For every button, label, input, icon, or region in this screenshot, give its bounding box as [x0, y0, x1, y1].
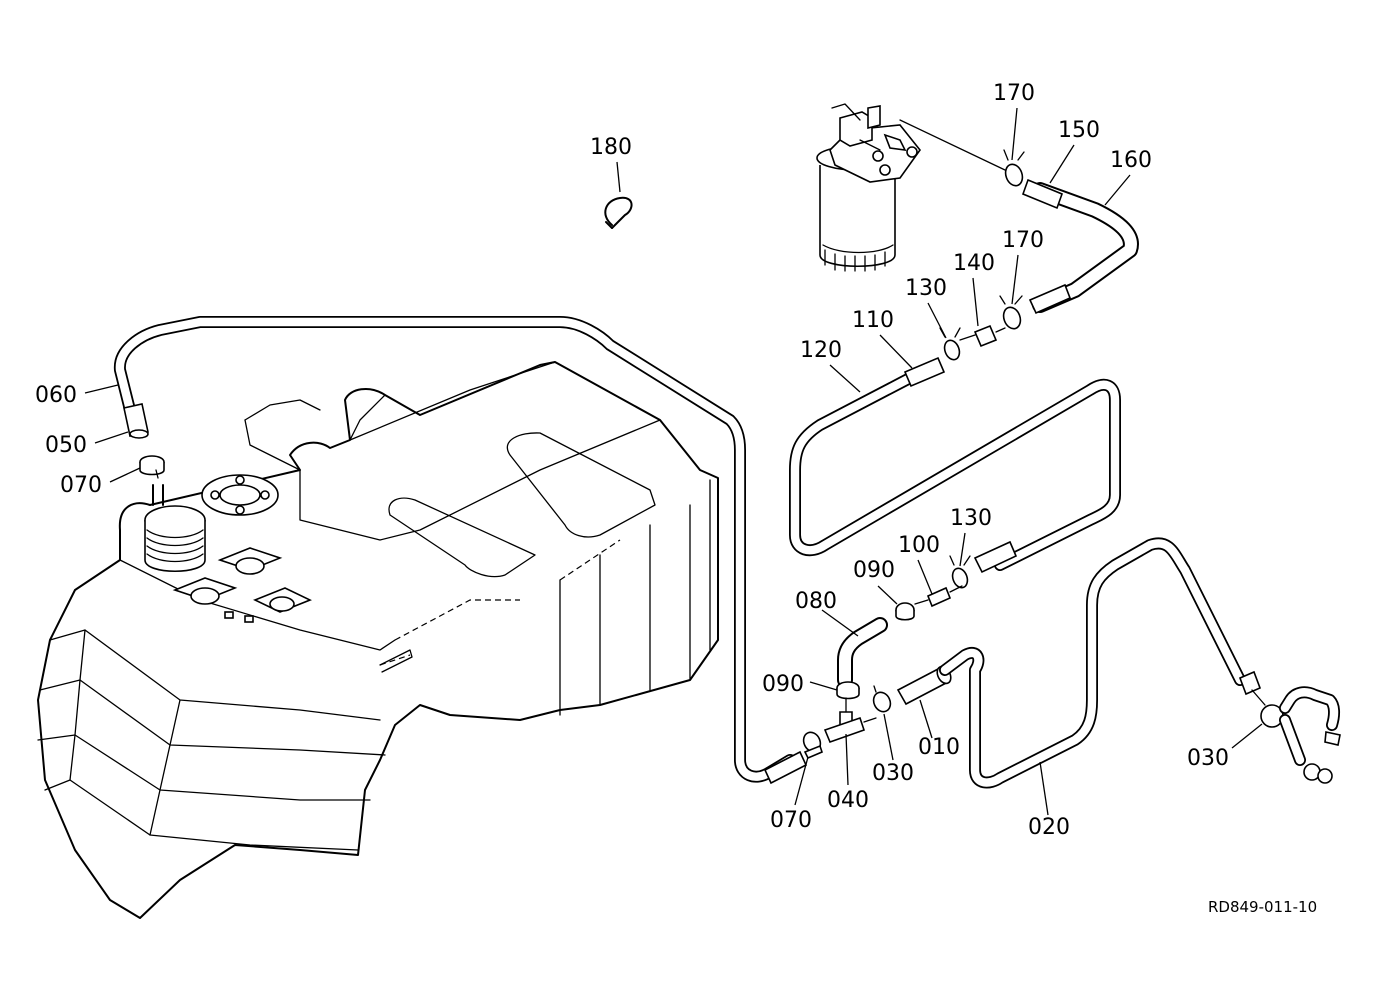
- hose-120: [789, 372, 1121, 571]
- callout-100: 100: [898, 533, 940, 558]
- callout-070-lower: 070: [770, 808, 812, 833]
- callout-160: 160: [1110, 148, 1152, 173]
- callout-labels: 180 170 150 160 170 140 130 110 120 060 …: [35, 81, 1229, 840]
- callout-110: 110: [852, 308, 894, 333]
- callout-170-top: 170: [993, 81, 1035, 106]
- fuel-filter: [816, 103, 1006, 272]
- callout-030-mid: 030: [872, 761, 914, 786]
- tee-040: [823, 697, 877, 744]
- hose-080: [837, 617, 888, 688]
- callout-050: 050: [45, 433, 87, 458]
- callout-140: 140: [953, 251, 995, 276]
- callout-090-upper: 090: [853, 558, 895, 583]
- fuel-tank: [37, 361, 719, 919]
- callout-020: 020: [1028, 815, 1070, 840]
- hose-020: [939, 537, 1246, 789]
- callout-170-mid: 170: [1002, 228, 1044, 253]
- callout-090-lower: 090: [762, 672, 804, 697]
- callout-010: 010: [918, 735, 960, 760]
- clamp-170-mid: [999, 295, 1023, 330]
- tank-boss-1: [172, 577, 238, 605]
- clamp-070-top: [139, 455, 165, 479]
- clamp-090-upper: [895, 602, 915, 621]
- clamp-090-lower: [836, 681, 860, 700]
- pipe-110: [903, 356, 946, 388]
- fitting-050: [123, 403, 149, 439]
- fitting-140: [959, 324, 1006, 348]
- clamp-130-lower: [949, 555, 971, 589]
- callout-180: 180: [590, 135, 632, 160]
- callout-060: 060: [35, 383, 77, 408]
- leader-lines: [84, 107, 1263, 816]
- clamp-170-top: [1003, 149, 1025, 187]
- fitting-030-right: [1238, 670, 1284, 728]
- fitting-100: [914, 585, 963, 608]
- callout-150: 150: [1058, 118, 1100, 143]
- tank-boss-3: [253, 587, 312, 613]
- callout-070-top: 070: [60, 473, 102, 498]
- hose-060: [113, 316, 796, 783]
- callout-040: 040: [827, 788, 869, 813]
- clamp-030-mid: [872, 685, 892, 713]
- pipe-150: [1021, 178, 1072, 315]
- callout-080: 080: [795, 589, 837, 614]
- callout-030-right: 030: [1187, 746, 1229, 771]
- cable-tie-180: [604, 196, 633, 229]
- callout-130-lower: 130: [950, 506, 992, 531]
- callout-130-upper: 130: [905, 276, 947, 301]
- drawing-code: RD849-011-10: [1208, 898, 1317, 916]
- callout-120: 120: [800, 338, 842, 363]
- feed-pipe-bracket: [1279, 686, 1341, 784]
- hose-160: [1032, 182, 1139, 313]
- tank-boss-2: [217, 547, 283, 575]
- pipe-upper-130-end: [973, 540, 1018, 574]
- clamp-070-lower: [802, 731, 823, 760]
